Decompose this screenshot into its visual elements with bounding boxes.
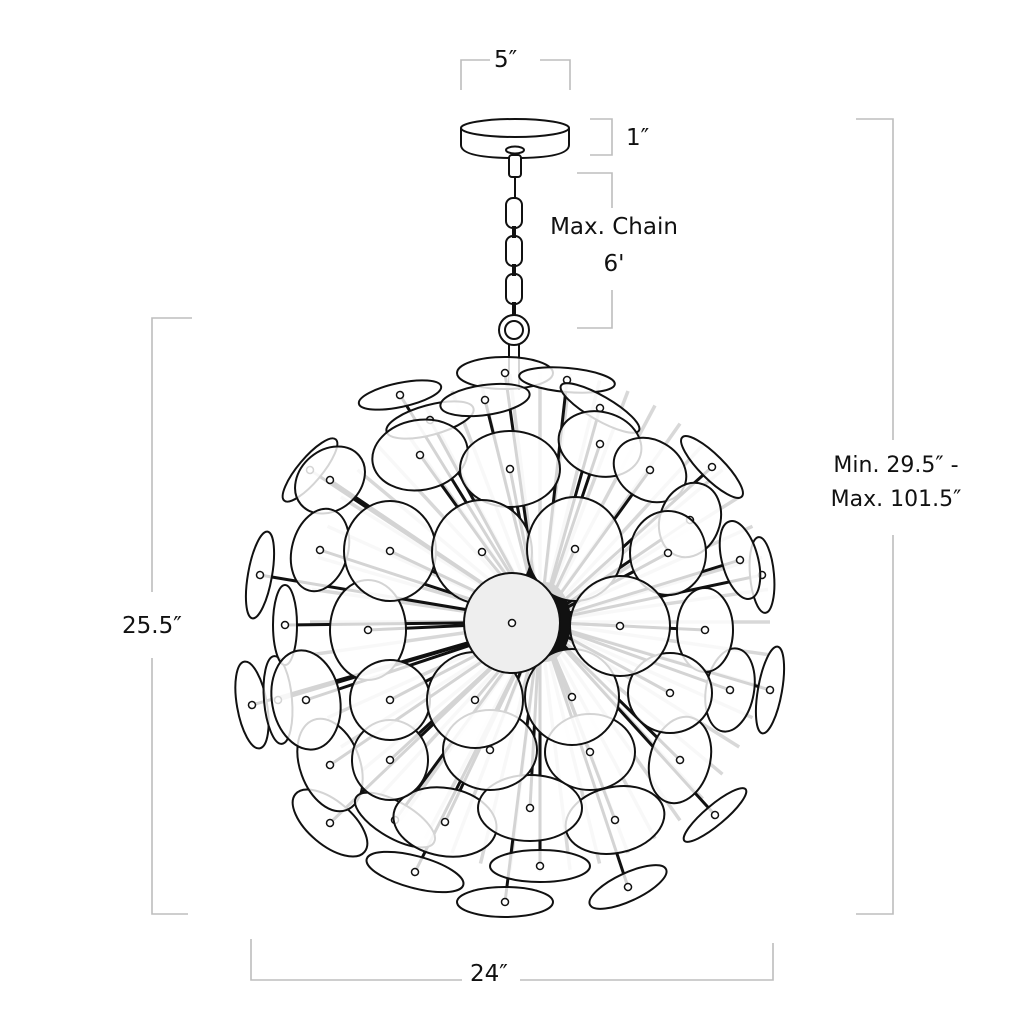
fixture-height-bracket-bottom [151, 658, 188, 915]
fixture-width-label: 24″ [470, 960, 508, 989]
chain-label-line1: Max. Chain [550, 214, 678, 240]
canopy-width-bracket [460, 59, 490, 90]
canopy-height-label: 1″ [626, 124, 650, 153]
dimension-lines [151, 59, 894, 981]
overall-height-bracket-top [856, 118, 894, 440]
overall-height-bracket-bottom [856, 535, 894, 915]
overall-height-line1: Min. 29.5″ - [833, 453, 959, 478]
glass-discs [234, 356, 786, 918]
fixture-width-bracket-left [250, 939, 462, 981]
chain-label-line2: 6' [603, 250, 625, 277]
overall-height-label: Min. 29.5″ - Max. 101.5″ [812, 452, 980, 513]
chain-bracket-bottom [577, 290, 613, 329]
chain [498, 154, 530, 390]
canopy-width-label: 5″ [494, 46, 518, 75]
chain-bracket-top [577, 172, 613, 208]
overall-height-line2: Max. 101.5″ [830, 486, 962, 512]
canopy [460, 118, 570, 160]
chain-label: Max. Chain 6' [544, 213, 684, 279]
canopy-height-bracket [590, 118, 613, 156]
canopy-width-bracket-right [540, 59, 571, 90]
fixture-height-bracket-top [151, 317, 192, 592]
fixture-height-label: 25.5″ [122, 612, 182, 641]
fixture-width-bracket-right [520, 943, 774, 981]
